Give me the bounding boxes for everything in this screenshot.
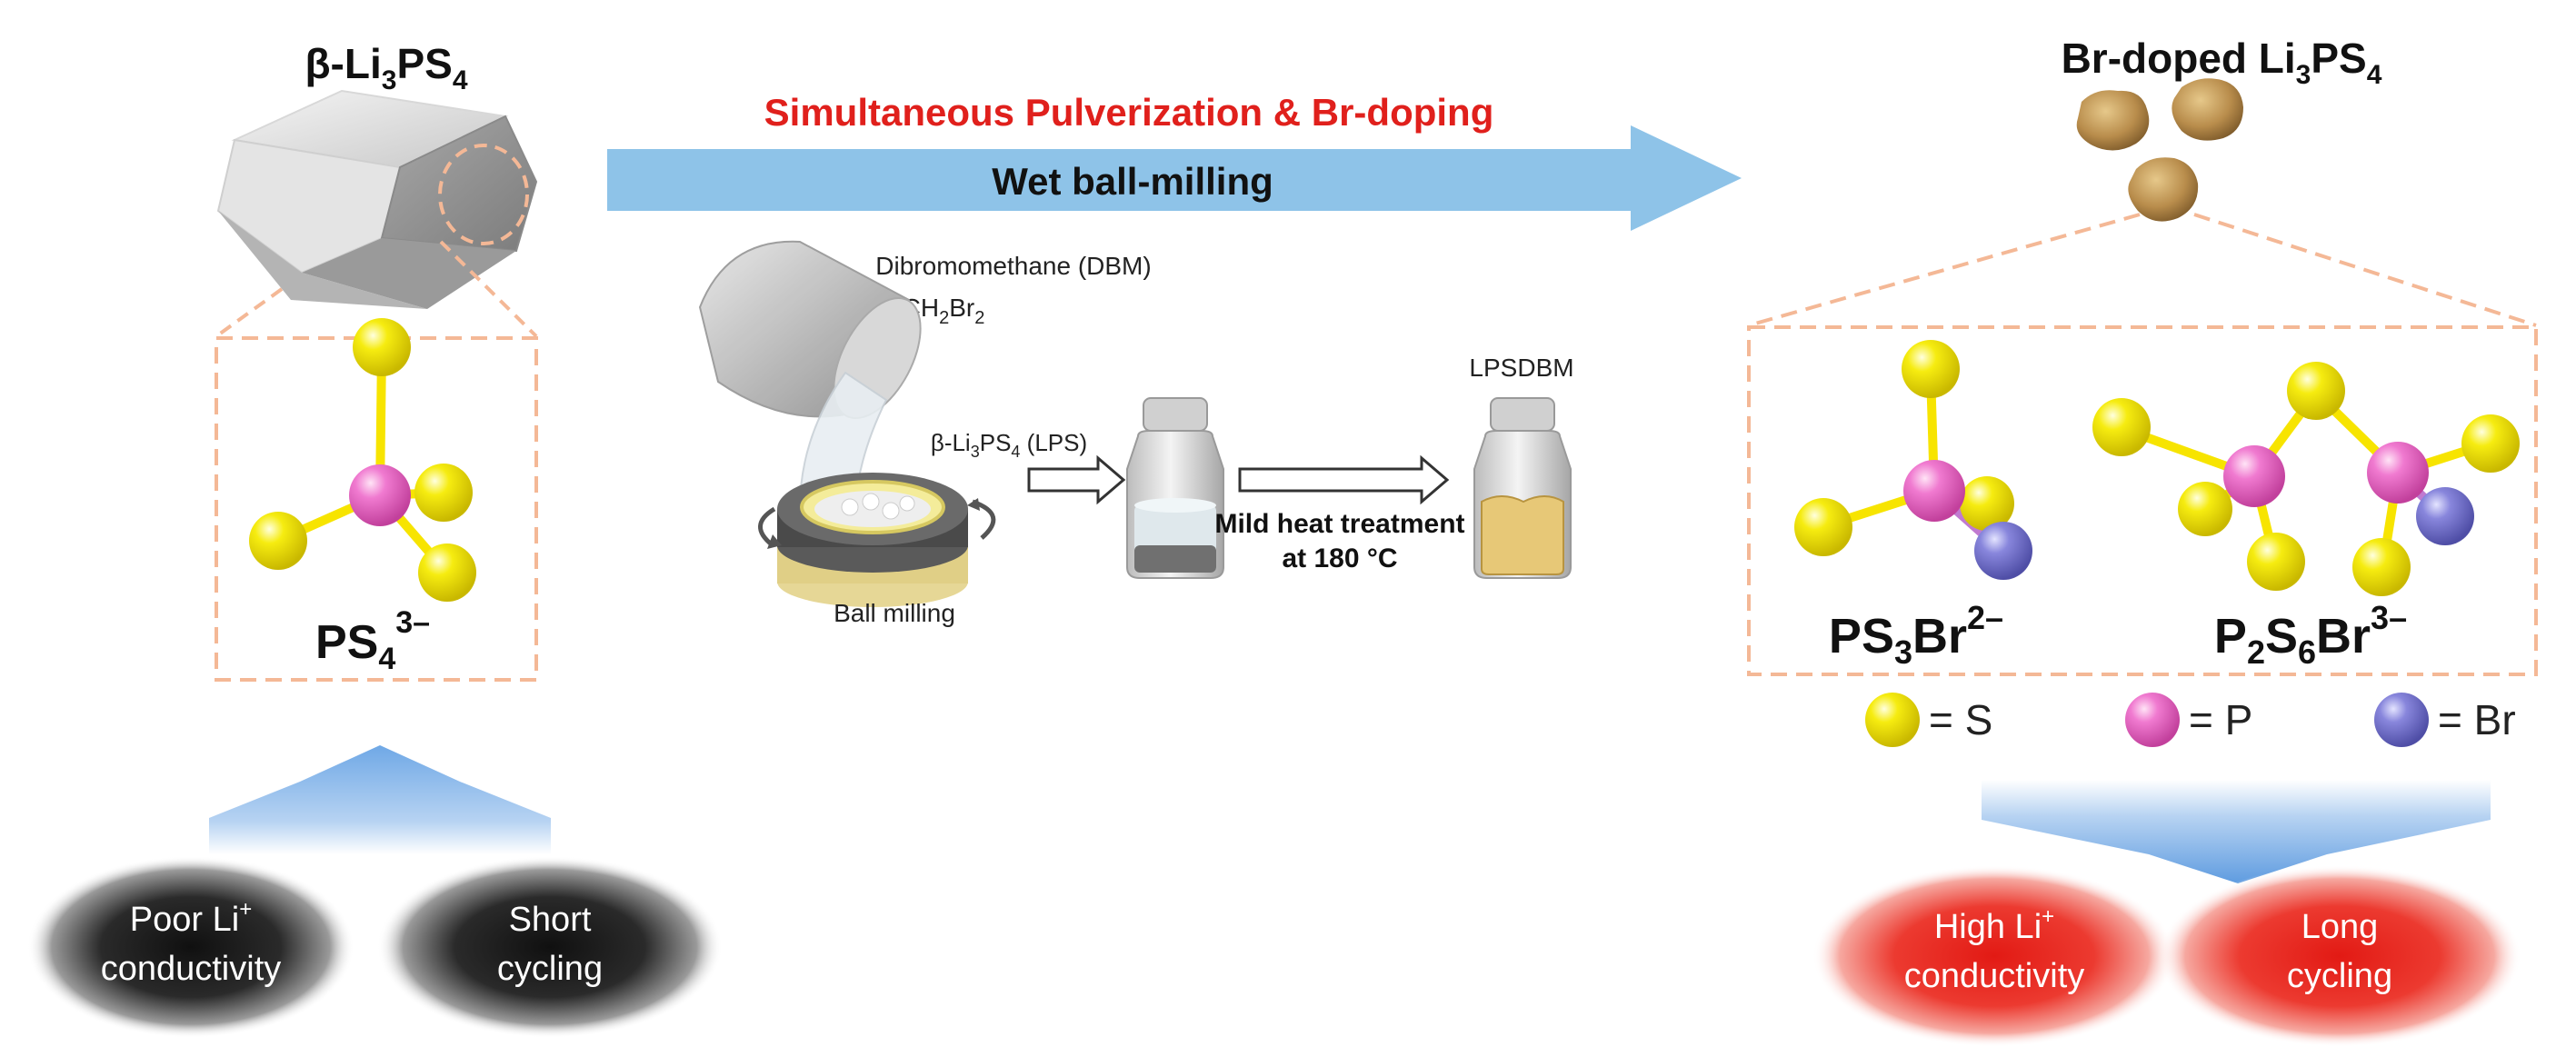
doped-zoom-box — [1747, 325, 2538, 676]
right-title: Br-doped Li3PS4 — [2062, 35, 2382, 90]
legend-sulfur-icon — [1865, 693, 1920, 747]
solvent-name: Dibromomethane (DBM) — [875, 252, 1151, 280]
sulfur-atom — [2461, 414, 2520, 473]
process-arrow — [607, 125, 1742, 231]
issue-label-conductivity-line2: conductivity — [101, 950, 282, 988]
sulfur-atom — [2092, 398, 2151, 456]
sulfur-atom — [414, 464, 473, 522]
sulfur-atom — [353, 318, 411, 376]
p2s6br-label: P2S6Br3– — [2214, 599, 2407, 671]
benefit-label-cycling-line2: cycling — [2287, 957, 2392, 995]
phosphorus-atom — [349, 464, 411, 526]
sulfur-atom — [1902, 340, 1960, 398]
lpsdbm-vial — [1473, 397, 1572, 579]
issue-label-cycling-line1: Short — [509, 901, 592, 939]
bromine-atom — [1974, 522, 2032, 580]
issue-label-conductivity-line1: Poor Li+ — [130, 897, 252, 939]
sulfur-atom — [2178, 482, 2232, 536]
bromine-atom — [2416, 487, 2474, 545]
left-title: β-Li3PS4 — [305, 40, 467, 95]
heat-label-line1: Mild heat treatment — [1214, 509, 1464, 539]
ps4-label: PS43– — [315, 605, 430, 676]
benefit-label-conductivity-line2: conductivity — [1904, 957, 2085, 995]
step-arrow-1 — [1027, 454, 1126, 505]
dbm-beaker — [698, 240, 922, 510]
up-arrow — [209, 745, 551, 854]
benefit-oval-cycling — [2158, 865, 2521, 1047]
sulfur-atom — [1794, 498, 1852, 556]
benefit-label-conductivity-line1: High Li+ — [1934, 904, 2054, 946]
legend-phosphorus-icon — [2125, 693, 2180, 747]
zoom-circle — [438, 144, 529, 245]
legend-phosphorus-label: = P — [2189, 696, 2252, 743]
legend-bromine-label: = Br — [2438, 696, 2516, 743]
beta-li3ps4-crystal — [216, 89, 538, 309]
legend-bromine-icon — [2374, 693, 2429, 747]
ps4-molecule — [249, 318, 476, 602]
sulfur-atom — [418, 543, 476, 602]
process-title: Simultaneous Pulverization & Br-doping — [764, 91, 1494, 134]
sulfur-atom — [2352, 538, 2411, 596]
legend-sulfur-label: = S — [1929, 696, 1992, 743]
doped-powder — [2076, 78, 2243, 222]
ps3br-molecule — [1794, 340, 2032, 580]
p2s6br-molecule — [2092, 362, 2520, 596]
sulfur-atom — [249, 512, 307, 570]
solvent-formula: CH2Br2 — [903, 294, 985, 328]
rotation-arrow-left — [758, 506, 776, 547]
sulfur-atom — [1960, 476, 2014, 531]
issue-oval-cycling — [377, 856, 723, 1038]
issue-label-cycling-line2: cycling — [497, 950, 603, 988]
product-label: LPSDBM — [1469, 354, 1573, 382]
down-arrow — [1982, 780, 2491, 883]
step-arrow-2 — [1238, 454, 1450, 505]
benefit-oval-conductivity — [1812, 865, 2176, 1047]
benefit-label-cycling-line1: Long — [2301, 908, 2379, 946]
heat-label-line2: at 180 °C — [1282, 543, 1397, 573]
sulfur-atom — [2287, 362, 2345, 420]
atom-legend: = S = P = Br — [1865, 693, 2516, 747]
lps-vial — [1126, 397, 1224, 579]
process-arrow-label: Wet ball-milling — [992, 160, 1273, 203]
phosphorus-atom — [2223, 445, 2285, 507]
phosphorus-atom — [2367, 442, 2429, 504]
lps-label: β-Li3PS4 (LPS) — [931, 429, 1087, 461]
issue-oval-conductivity — [27, 856, 354, 1038]
ball-milling-label: Ball milling — [834, 599, 955, 627]
sulfur-atom — [2247, 533, 2305, 591]
ball-milling-jar — [777, 473, 968, 607]
phosphorus-atom — [1903, 460, 1965, 522]
ps3br-label: PS3Br2– — [1829, 599, 2003, 671]
